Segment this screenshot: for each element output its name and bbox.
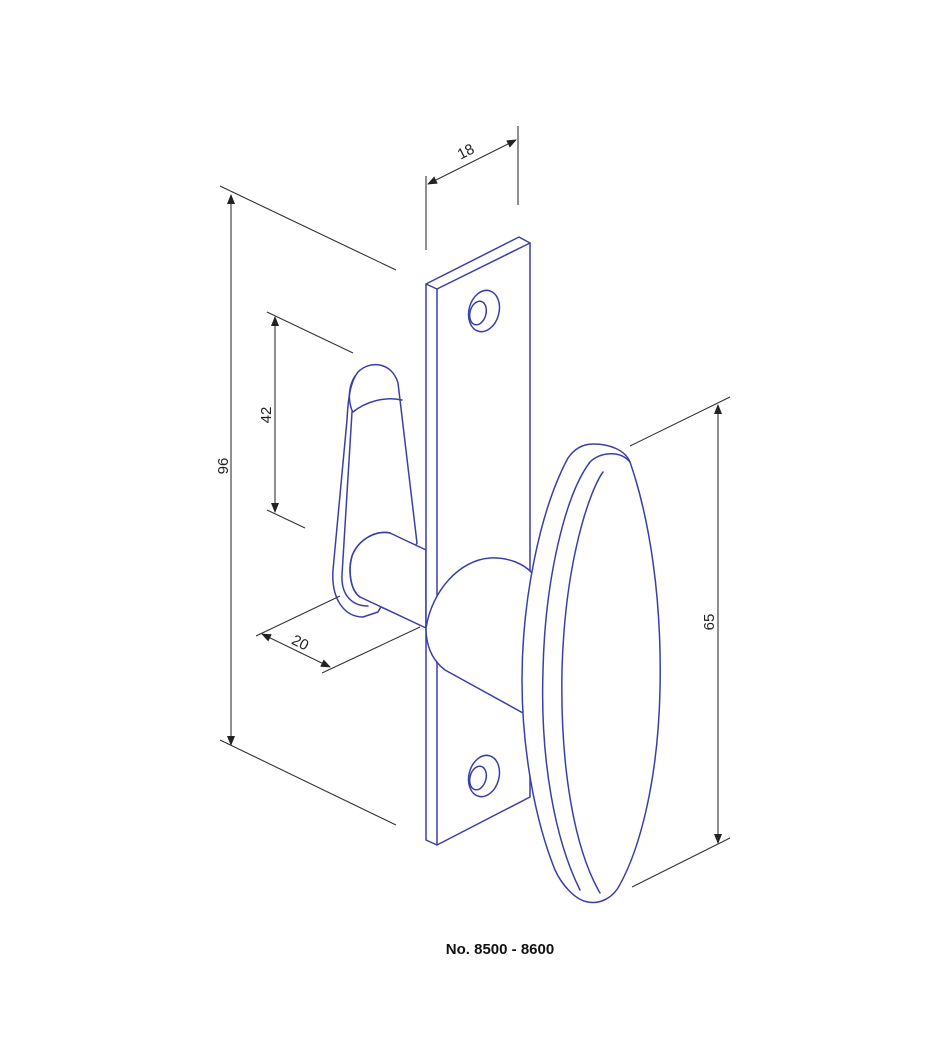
screw-hole-top (467, 289, 501, 333)
spindle (349, 531, 427, 629)
drawing-caption: No. 8500 - 8600 (445, 941, 555, 958)
knob (521, 443, 661, 904)
dimension-96: 96 (215, 185, 397, 826)
dimension-label: 20 (289, 632, 312, 655)
dimension-20: 20 (255, 595, 421, 674)
dimension-label: 18 (455, 141, 478, 164)
dimension-label: 42 (258, 407, 275, 424)
dimension-42: 42 (258, 311, 354, 529)
screw-hole-bottom (467, 754, 501, 798)
dimension-18: 18 (425, 126, 519, 250)
dimension-label: 65 (701, 614, 718, 631)
back-plate (425, 236, 531, 846)
dimension-65: 65 (629, 396, 731, 888)
dimension-label: 96 (215, 458, 232, 475)
knob-neck (425, 557, 533, 714)
